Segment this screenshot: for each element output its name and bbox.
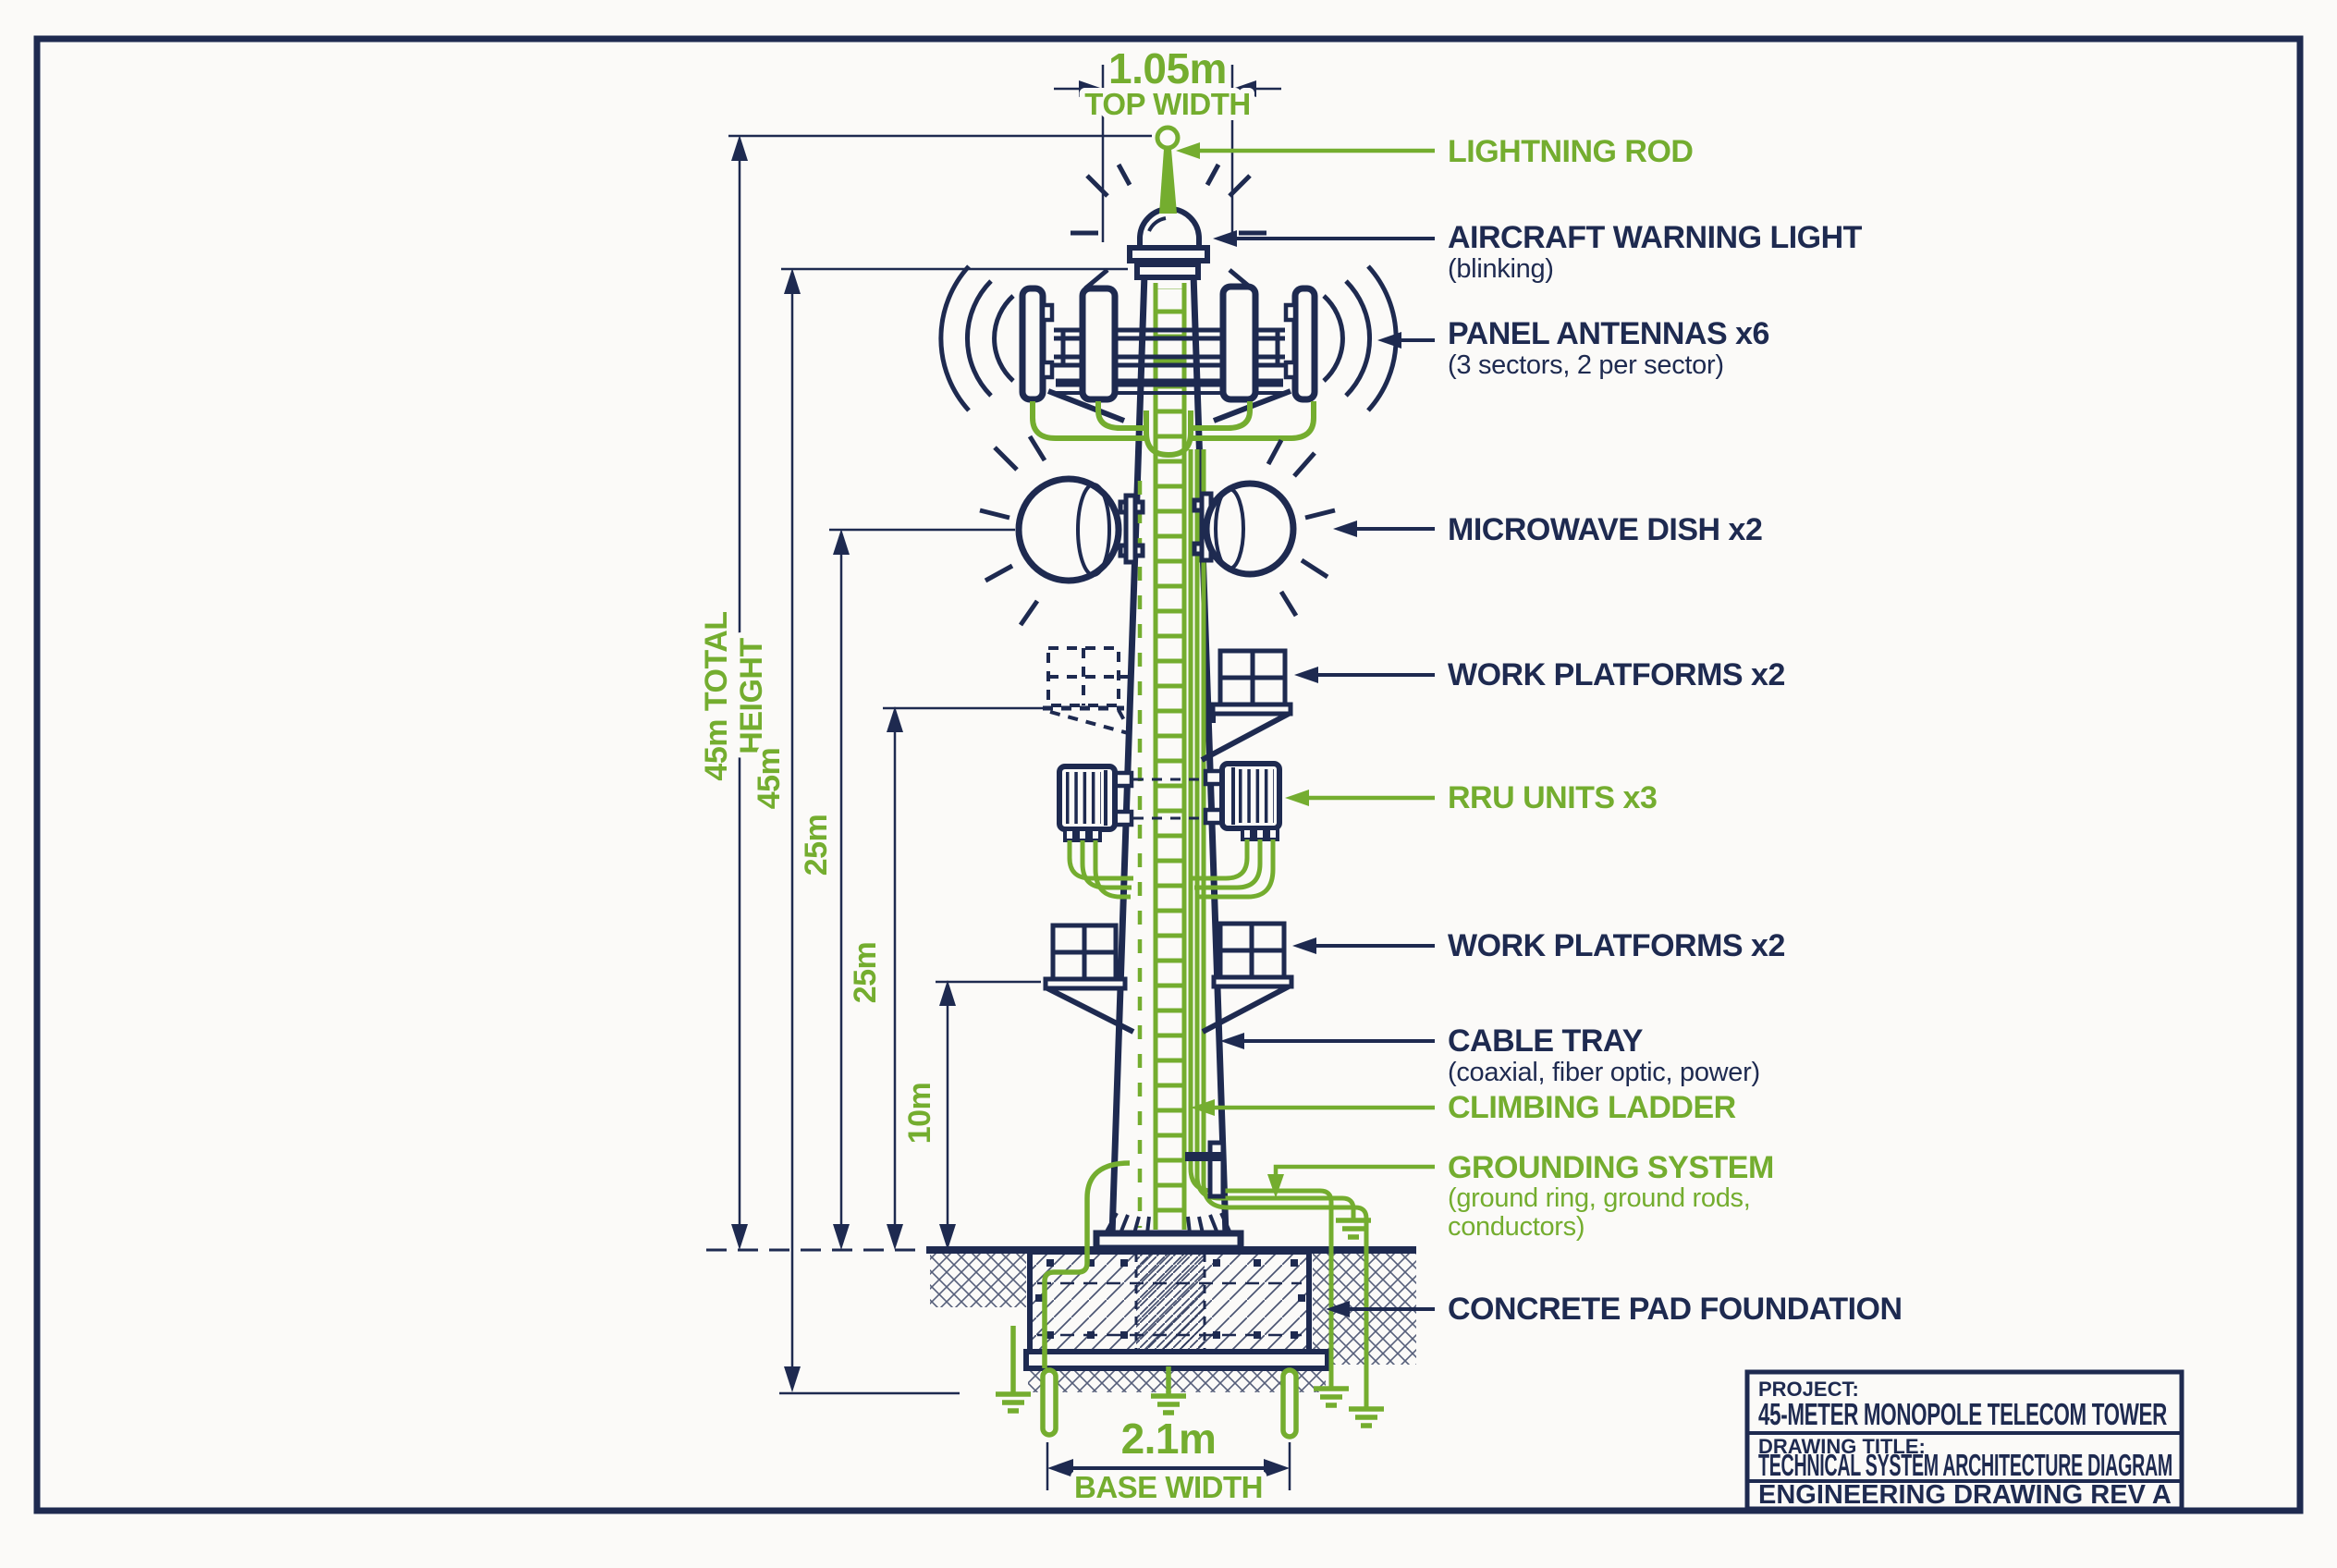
earth-symbol-surface (1336, 1218, 1371, 1240)
blink-rays (1071, 163, 1266, 290)
cable-tray-bundle (1188, 449, 1369, 1407)
dim-10m-label: 10m (902, 1083, 937, 1145)
title-block-project-label: PROJECT: (1758, 1378, 1859, 1401)
green-leader-arrowheads (1176, 142, 1309, 1198)
base-width-value: 2.1m (1121, 1415, 1217, 1463)
callout-rru-units: RRU UNITS x3 (1448, 780, 1657, 815)
callout-lightning-rod: LIGHTNING ROD (1448, 134, 1693, 169)
rru-right (1219, 761, 1282, 831)
rru-cables (1067, 839, 1276, 900)
callout-climbing-ladder: CLIMBING LADDER (1448, 1090, 1736, 1125)
work-platform-lower-right (1201, 921, 1294, 1035)
dish-rays (979, 435, 1336, 627)
microwave-dishes (979, 435, 1336, 627)
title-block-drawing-name: TECHNICAL SYSTEM ARCHITECTURE DIAGRAM (1758, 1448, 2172, 1482)
callout-cable-tray: CABLE TRAY (1448, 1023, 1644, 1059)
callout-microwave-dish: MICROWAVE DISH x2 (1448, 512, 1762, 547)
dimension-arrowheads (731, 80, 1290, 1477)
panel-antennas (1019, 283, 1318, 403)
dim-25m-b-label: 25m (848, 942, 883, 1004)
work-platform-upper-left-dashed (1043, 646, 1135, 736)
sheet-border (33, 35, 2304, 1514)
callout-grounding-system-sub2: conductors) (1448, 1212, 1585, 1242)
soil-hatch-under (1028, 1368, 1326, 1392)
title-block-drawing-label: DRAWING TITLE: (1758, 1435, 1926, 1458)
microwave-dish-right (1203, 480, 1297, 578)
concrete-pier (1136, 1254, 1205, 1350)
title-block-revision: ENGINEERING DRAWING REV A (1758, 1480, 2172, 1510)
earth-symbol-1 (996, 1391, 1031, 1414)
earth-symbol-2 (1151, 1393, 1186, 1415)
callout-panel-antennas: PANEL ANTENNAS x6 (1448, 316, 1769, 351)
soil-hatch-left (930, 1254, 1026, 1307)
work-platform-lower-left (1043, 923, 1135, 1035)
rebar-dots (1035, 1259, 1305, 1339)
callout-foundation: CONCRETE PAD FOUNDATION (1448, 1292, 1903, 1327)
mast-cap (1134, 262, 1201, 280)
aircraft-warning-light (1071, 163, 1266, 290)
top-width-label: TOP WIDTH (1084, 87, 1250, 121)
callout-cable-tray-sub: (coaxial, fiber optic, power) (1448, 1058, 1760, 1087)
title-block: PROJECT: 45-METER MONOPOLE TELECOM TOWER… (1744, 1369, 2184, 1512)
climbing-ladder (1153, 283, 1187, 1230)
cable-tray-clamp (1185, 1152, 1226, 1161)
work-platform-upper-right (1200, 648, 1293, 763)
earth-symbol-3 (1314, 1386, 1349, 1408)
base-gussets (1104, 1212, 1232, 1234)
cable-tray-bracket (1207, 1140, 1226, 1199)
callout-warning-light: AIRCRAFT WARNING LIGHT (1448, 220, 1863, 255)
callout-work-platforms-lower: WORK PLATFORMS x2 (1448, 928, 1785, 963)
title-block-project-name: 45-METER MONOPOLE TELECOM TOWER (1758, 1397, 2167, 1431)
dim-45m-label: 45m (752, 748, 787, 810)
footing-slab (1023, 1349, 1330, 1371)
total-height-label-line1: 45m TOTAL (699, 611, 734, 780)
base-width-label: BASE WIDTH (1074, 1470, 1263, 1504)
ink-leader-arrowheads (1213, 230, 1401, 1317)
base-plate (1093, 1230, 1244, 1252)
lightning-rod (1155, 125, 1181, 214)
callout-grounding-system: GROUNDING SYSTEM (1448, 1150, 1774, 1185)
grounding-system (996, 1160, 1384, 1439)
callout-grounding-system-sub1: (ground ring, ground rods, (1448, 1183, 1751, 1213)
antenna-head (938, 264, 1399, 459)
callout-panel-antennas-sub: (3 sectors, 2 per sector) (1448, 350, 1724, 380)
callout-work-platforms-upper: WORK PLATFORMS x2 (1448, 657, 1785, 692)
callout-warning-light-sub: (blinking) (1448, 254, 1554, 284)
dim-25m-a-label: 25m (799, 815, 834, 876)
earth-symbol-4 (1349, 1406, 1384, 1428)
rru-units (1057, 761, 1282, 900)
top-width-value: 1.05m (1108, 44, 1227, 92)
antenna-jumper-cables (1030, 401, 1316, 459)
dimension-lines (706, 65, 1291, 1490)
microwave-dish-left (1015, 475, 1122, 584)
total-height-label-line2: HEIGHT (734, 638, 769, 754)
ink-leader-lines (1224, 237, 1435, 1311)
